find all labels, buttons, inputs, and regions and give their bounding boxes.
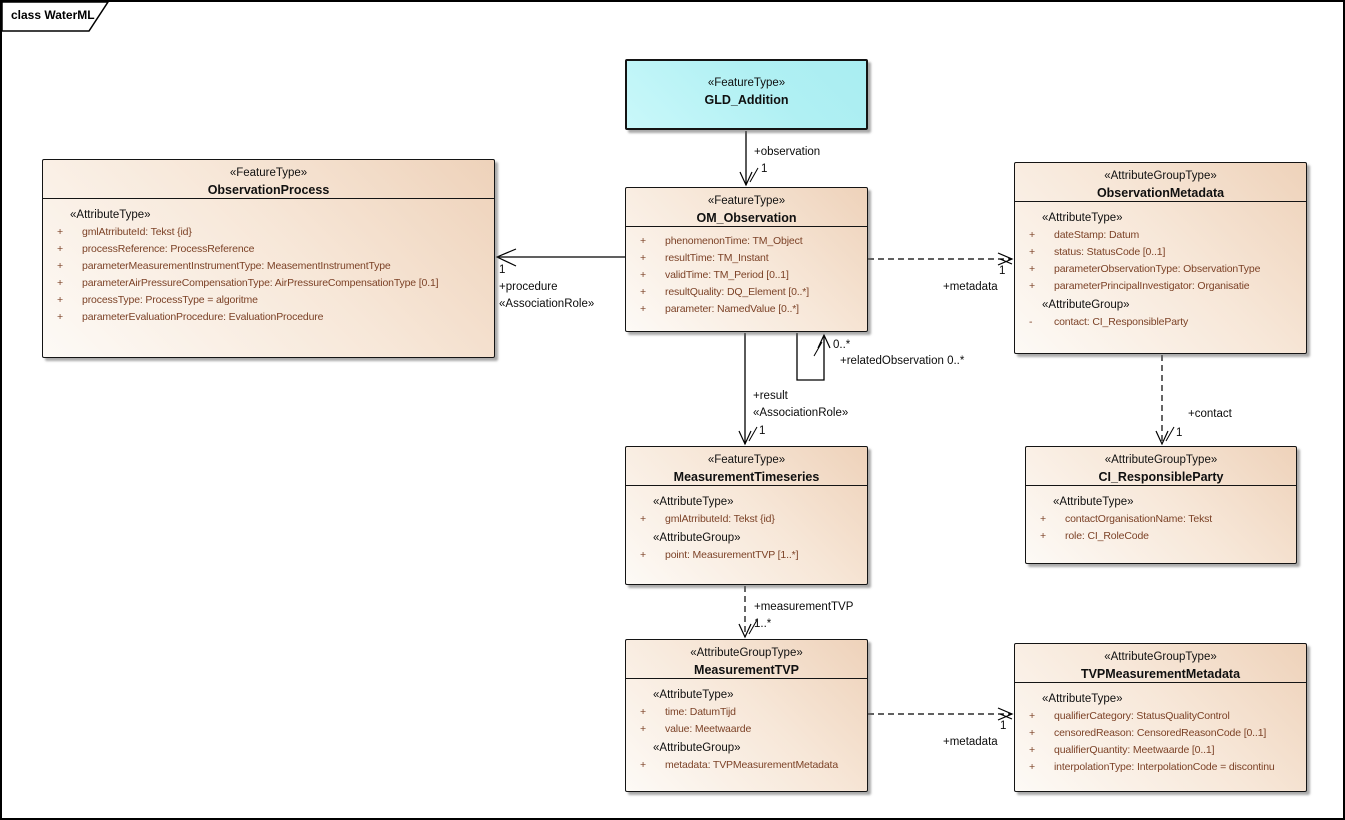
attribute-row: +qualifierCategory: StatusQualityControl [1029, 710, 1230, 722]
attribute-compartment: +phenomenonTime: TM_Object +resultTime: … [626, 227, 867, 318]
connector-label-metadata-top: +metadata [943, 281, 998, 293]
connector-multiplicity-measurement-tvp: 1..* [754, 618, 772, 630]
connector-multiplicity-procedure: 1 [499, 264, 506, 276]
connector-label-result: +result [753, 390, 788, 402]
class-name: TVPMeasurementMetadata [1080, 667, 1241, 681]
attribute-row: +censoredReason: CensoredReasonCode [0..… [1029, 727, 1267, 739]
class-stereotype: «AttributeGroupType» [1104, 454, 1218, 466]
attribute-row: +metadata: TVPMeasurementMetadata [640, 759, 839, 771]
attribute-row: +gmlAtrributeId: Tekst {id} [640, 513, 775, 525]
class-header: «AttributeGroupType» CI_ResponsibleParty [1026, 447, 1296, 486]
attribute-row: +gmlAtrributeId: Tekst {id} [57, 226, 192, 238]
attribute-compartment: «AttributeType» +gmlAtrributeId: Tekst {… [626, 486, 867, 564]
attribute-row: +parameterAirPressureCompensationType: A… [57, 277, 439, 289]
connector-label-contact: +contact [1188, 408, 1232, 420]
class-header: «FeatureType» ObservationProcess [43, 160, 494, 199]
attribute-row: -contact: CI_ResponsibleParty [1029, 316, 1189, 328]
connector-label-metadata-bottom: +metadata [943, 736, 998, 748]
connector-multiplicity-related-observation: 0..* [833, 339, 851, 351]
class-box-measurement-timeseries[interactable]: «FeatureType» MeasurementTimeseries «Att… [625, 446, 868, 585]
attribute-row: +dateStamp: Datum [1029, 229, 1140, 241]
attribute-row: +qualifierQuantity: Meetwaarde [0..1] [1029, 744, 1215, 756]
class-header: «AttributeGroupType» ObservationMetadata [1015, 163, 1306, 202]
section-stereotype: «AttributeType» [653, 689, 734, 701]
attribute-compartment: «AttributeType» +dateStamp: Datum +statu… [1015, 202, 1306, 331]
attribute-compartment: «AttributeType» +contactOrganisationName… [1026, 486, 1296, 545]
attribute-row: +point: MeasurementTVP [1..*] [640, 549, 799, 561]
class-stereotype: «AttributeGroupType» [1104, 651, 1217, 663]
class-header: «AttributeGroupType» MeasurementTVP [626, 640, 867, 679]
class-name: ObservationProcess [207, 183, 330, 197]
class-box-measurement-tvp[interactable]: «AttributeGroupType» MeasurementTVP «Att… [625, 639, 868, 792]
connector-multiplicity-result: 1 [759, 425, 766, 437]
class-name: GLD_Addition [704, 93, 789, 107]
connector-stereotype-procedure: «AssociationRole» [499, 298, 595, 310]
attribute-compartment: «AttributeType» +gmlAtrributeId: Tekst {… [43, 199, 494, 326]
diagram-frame-tab: class WaterML [2, 2, 109, 32]
diagram-title: class WaterML [11, 8, 95, 22]
connector-multiplicity-observation: 1 [761, 163, 768, 175]
attribute-row: +interpolationType: InterpolationCode = … [1029, 761, 1275, 773]
section-stereotype: «AttributeType» [1053, 496, 1134, 508]
class-box-tvp-measurement-metadata[interactable]: «AttributeGroupType» TVPMeasurementMetad… [1014, 643, 1307, 792]
attribute-row: +resultTime: TM_Instant [640, 252, 769, 264]
class-stereotype: «AttributeGroupType» [1104, 170, 1217, 182]
connector-label-procedure: +procedure [499, 281, 558, 293]
class-name: MeasurementTimeseries [673, 470, 820, 484]
class-header: «FeatureType» MeasurementTimeseries [626, 447, 867, 486]
connector-label-observation: +observation [754, 146, 821, 158]
attribute-row: +processType: ProcessType = algoritme [57, 294, 258, 306]
section-stereotype: «AttributeGroup» [1042, 299, 1130, 311]
class-name: OM_Observation [696, 211, 797, 225]
connector-multiplicity-contact: 1 [1176, 427, 1183, 439]
section-stereotype: «AttributeType» [1042, 212, 1123, 224]
attribute-row: +phenomenonTime: TM_Object [640, 235, 803, 247]
attribute-row: +time: DatumTijd [640, 706, 736, 718]
connector-label-related-observation: +relatedObservation 0..* [840, 355, 965, 367]
class-box-observation-metadata[interactable]: «AttributeGroupType» ObservationMetadata… [1014, 162, 1307, 354]
class-header: «FeatureType» OM_Observation [626, 188, 867, 227]
section-stereotype: «AttributeGroup» [653, 742, 741, 754]
class-stereotype: «FeatureType» [229, 167, 308, 179]
attribute-row: +processReference: ProcessReference [57, 243, 255, 255]
class-header: «AttributeGroupType» TVPMeasurementMetad… [1015, 644, 1306, 683]
attribute-row: +parameter: NamedValue [0..*] [640, 303, 799, 315]
class-box-gld-addition[interactable]: «FeatureType» GLD_Addition [625, 59, 868, 130]
attribute-compartment: «AttributeType» +time: DatumTijd +value:… [626, 679, 867, 774]
attribute-row: +role: CI_RoleCode [1040, 530, 1149, 542]
class-stereotype: «FeatureType» [707, 77, 786, 89]
class-header: «FeatureType» GLD_Addition [627, 61, 866, 109]
section-stereotype: «AttributeGroup» [653, 532, 741, 544]
attribute-row: +parameterMeasurementInstrumentType: Mea… [57, 260, 391, 272]
attribute-row: +parameterObservationType: ObservationTy… [1029, 263, 1261, 275]
attribute-row: +status: StatusCode [0..1] [1029, 246, 1166, 258]
connector-label-measurement-tvp: +measurementTVP [754, 601, 854, 613]
attribute-row: +validTime: TM_Period [0..1] [640, 269, 789, 281]
connector-multiplicity-metadata-bottom: 1 [1000, 720, 1007, 732]
class-box-om-observation[interactable]: «FeatureType» OM_Observation +phenomenon… [625, 187, 868, 332]
class-name: CI_ResponsibleParty [1098, 470, 1224, 484]
section-stereotype: «AttributeType» [1042, 693, 1123, 705]
attribute-compartment: «AttributeType» +qualifierCategory: Stat… [1015, 683, 1306, 776]
section-stereotype: «AttributeType» [653, 496, 734, 508]
class-stereotype: «FeatureType» [707, 454, 786, 466]
attribute-row: +parameterEvaluationProcedure: Evaluatio… [57, 311, 324, 323]
class-name: ObservationMetadata [1096, 186, 1225, 200]
attribute-row: +contactOrganisationName: Tekst [1040, 513, 1213, 525]
attribute-row: +value: Meetwaarde [640, 723, 752, 735]
connector-multiplicity-metadata-top: 1 [999, 265, 1006, 277]
class-stereotype: «FeatureType» [707, 195, 786, 207]
class-stereotype: «AttributeGroupType» [690, 647, 803, 659]
class-box-observation-process[interactable]: «FeatureType» ObservationProcess «Attrib… [42, 159, 495, 358]
class-box-ci-responsible-party[interactable]: «AttributeGroupType» CI_ResponsibleParty… [1025, 446, 1297, 564]
attribute-row: +resultQuality: DQ_Element [0..*] [640, 286, 810, 298]
section-stereotype: «AttributeType» [70, 209, 151, 221]
attribute-row: +parameterPrincipalInvestigator: Organis… [1029, 280, 1250, 292]
connector-stereotype-result: «AssociationRole» [753, 407, 849, 419]
class-name: MeasurementTVP [694, 663, 799, 677]
